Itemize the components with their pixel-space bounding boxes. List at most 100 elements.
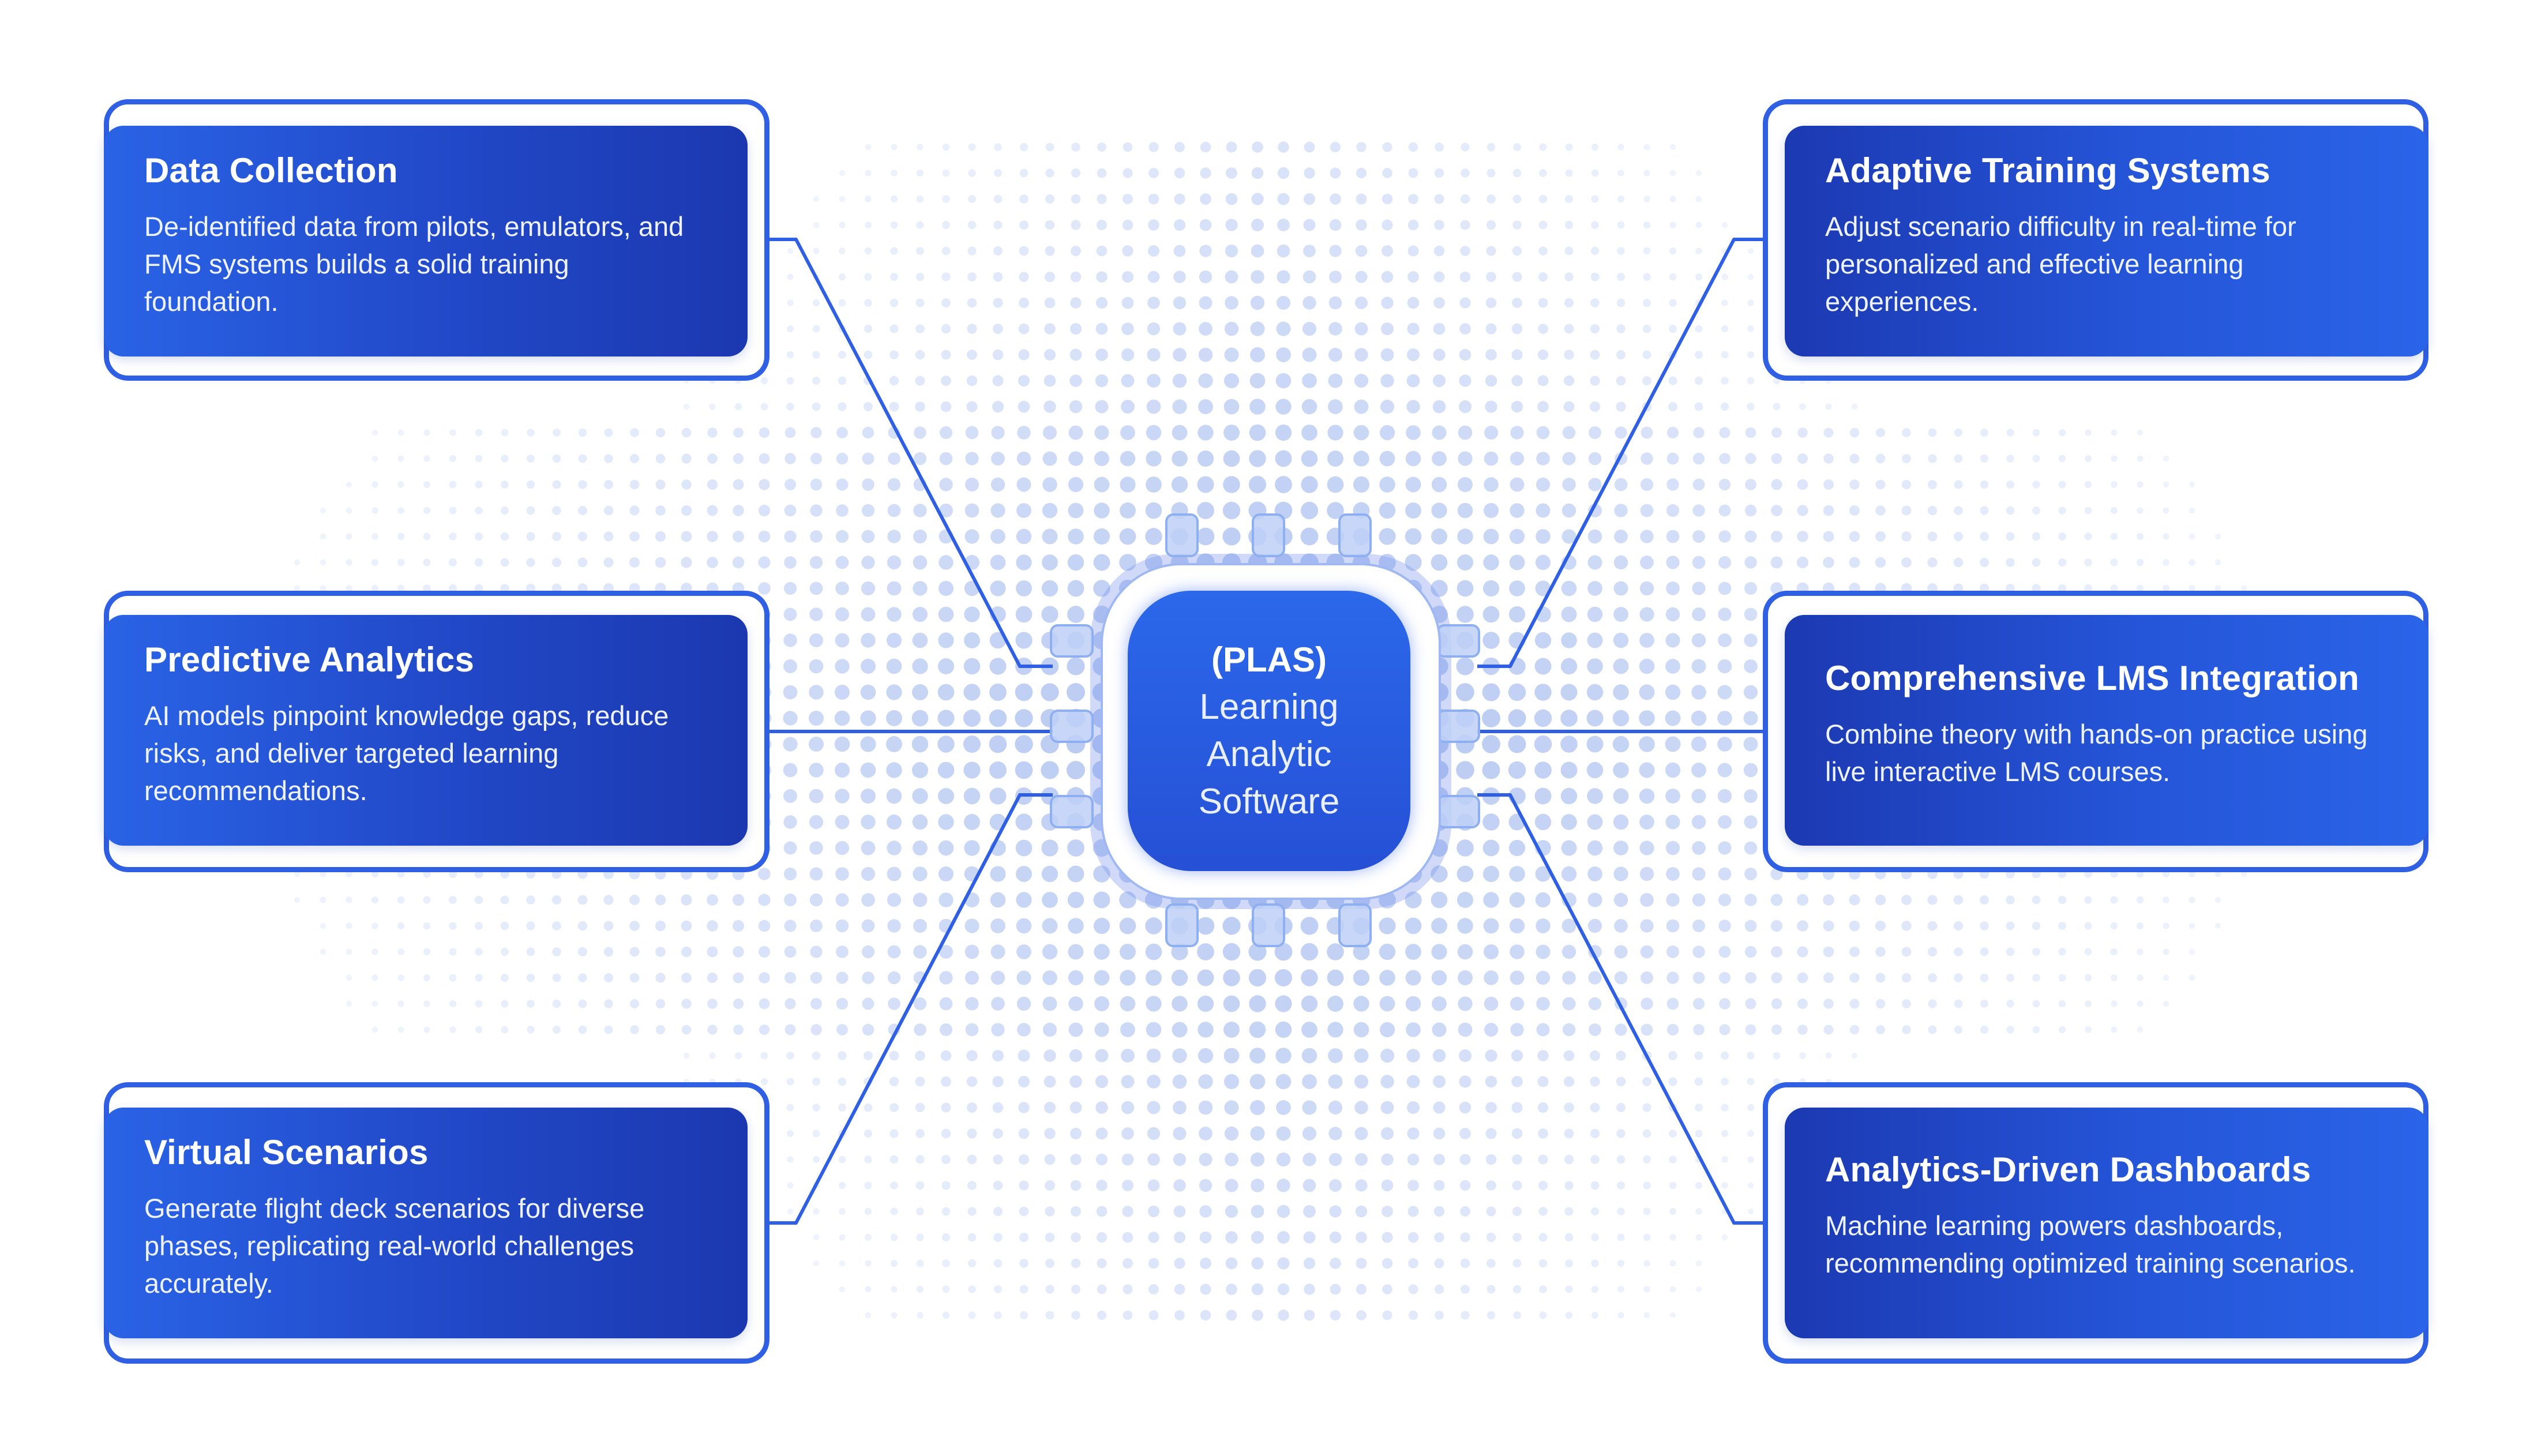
background-dot [1226, 1284, 1237, 1295]
background-dot [1277, 193, 1290, 205]
background-dot [448, 584, 457, 593]
background-dot [1564, 1181, 1574, 1190]
background-dot [1120, 1022, 1135, 1037]
background-dot [320, 896, 326, 903]
background-dot [1927, 947, 1938, 957]
background-dot [1537, 1050, 1549, 1061]
background-dot [346, 559, 352, 566]
background-dot [655, 1025, 666, 1035]
background-dot [861, 919, 875, 933]
background-dot [913, 840, 928, 855]
background-dot [839, 222, 846, 228]
background-dot [1434, 1284, 1444, 1294]
background-dot [1019, 272, 1029, 282]
background-dot [1277, 296, 1290, 310]
background-dot [1225, 1257, 1238, 1270]
background-dot [1538, 324, 1548, 334]
background-dot [1146, 425, 1162, 441]
background-dot [809, 556, 823, 569]
background-dot [834, 710, 850, 726]
background-dot [1561, 814, 1577, 830]
background-dot [1508, 735, 1526, 753]
background-dot [783, 789, 797, 803]
background-dot [1148, 1258, 1159, 1269]
background-dot [1512, 1285, 1522, 1294]
background-dot [1744, 582, 1757, 595]
background-dot [1954, 506, 1963, 515]
background-dot [1747, 273, 1754, 280]
background-dot [449, 948, 457, 956]
background-dot [1095, 400, 1109, 414]
background-dot [1616, 298, 1626, 307]
background-dot [1510, 996, 1525, 1011]
background-dot [2189, 974, 2195, 981]
background-dot [1538, 1154, 1548, 1165]
background-dot [889, 1129, 899, 1138]
background-dot [1016, 918, 1032, 934]
background-dot [604, 454, 613, 463]
background-dot [707, 946, 718, 958]
background-dot [1199, 1153, 1213, 1166]
background-dot [578, 999, 587, 1008]
background-dot [2189, 870, 2195, 877]
background-dot [1200, 141, 1211, 153]
background-dot [2058, 895, 2067, 905]
background-dot [1327, 451, 1343, 467]
background-dot [1744, 841, 1758, 855]
background-dot [397, 558, 405, 566]
background-dot [1042, 477, 1057, 492]
background-dot [1431, 891, 1448, 909]
background-dot [707, 479, 718, 490]
background-dot [1121, 348, 1135, 362]
background-dot [1145, 502, 1162, 519]
background-dot [1642, 324, 1651, 333]
background-dot [1617, 195, 1625, 203]
background-dot [1460, 246, 1470, 256]
background-dot [1587, 892, 1602, 907]
background-dot [1145, 917, 1162, 935]
background-dot [1563, 1050, 1575, 1061]
card-title: Comprehensive LMS Integration [1825, 659, 2359, 697]
background-dot [1642, 1077, 1651, 1086]
background-dot [1613, 866, 1628, 881]
background-dot [1070, 1128, 1082, 1139]
background-dot [810, 945, 823, 958]
background-dot [1433, 1180, 1445, 1191]
background-dot [1408, 1258, 1418, 1269]
background-dot [1538, 194, 1548, 204]
background-dot [1174, 219, 1185, 231]
background-dot [989, 684, 1007, 701]
background-dot [707, 999, 718, 1009]
background-dot [578, 480, 587, 489]
background-dot [1692, 504, 1705, 517]
background-dot [1172, 373, 1187, 388]
background-dot [1770, 530, 1783, 543]
background-dot [604, 973, 613, 982]
background-dot [1718, 867, 1732, 881]
background-dot [1406, 400, 1420, 414]
background-dot [1069, 1075, 1082, 1088]
background-dot [1666, 426, 1679, 439]
background-dot [1356, 1232, 1367, 1243]
background-dot [1016, 970, 1031, 985]
background-dot [1482, 761, 1500, 779]
background-dot [915, 298, 925, 307]
background-dot [1771, 427, 1782, 438]
background-dot [1277, 244, 1290, 258]
background-dot [1122, 1206, 1133, 1217]
background-dot [1875, 531, 1886, 542]
background-dot [1512, 246, 1522, 256]
background-dot [1015, 761, 1033, 779]
background-dot [2110, 532, 2118, 541]
background-dot [1067, 554, 1084, 571]
background-dot [1459, 1128, 1471, 1139]
background-dot [1719, 427, 1731, 438]
background-dot [1536, 477, 1551, 492]
background-dot [2189, 533, 2195, 540]
background-dot [1222, 527, 1241, 546]
background-dot [784, 894, 797, 906]
background-dot [809, 685, 824, 700]
background-dot [1196, 917, 1215, 935]
background-dot [2163, 974, 2169, 981]
background-dot [2032, 948, 2040, 956]
